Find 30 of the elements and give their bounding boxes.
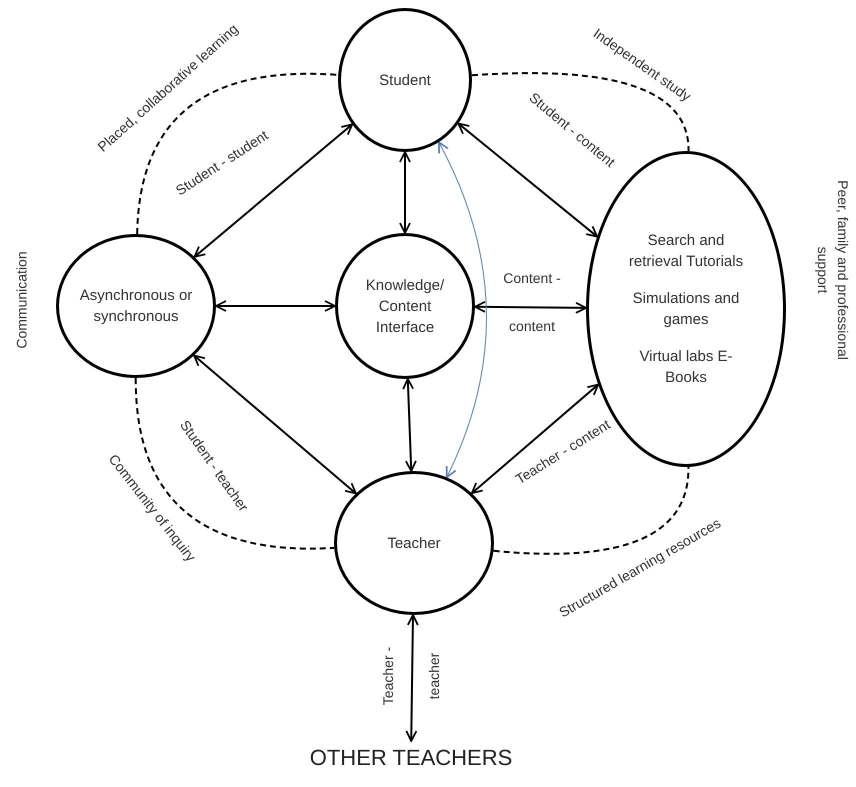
double-arrow [402,378,417,472]
circle-node [338,8,472,152]
circle-node [56,234,216,378]
dashed-connector [136,72,338,234]
node-label: OTHER TEACHERS [310,746,512,768]
double-arrow [399,151,411,234]
dashed-connector [472,72,690,152]
edge-label: Teacher - teacher [379,646,443,708]
node-label: Simulations and games [632,289,740,330]
circle-node [335,233,475,379]
edge-label: Content - content [502,269,562,336]
node-label: Knowledge/ Content Interface [364,276,446,338]
node-label: Student [378,70,432,90]
node-label: Teacher [386,534,442,554]
double-arrow [470,384,600,494]
node-label: Asynchronous or synchronous [78,286,194,327]
side-label: Communication [12,251,30,349]
double-arrow [194,123,354,258]
dashed-connector [493,466,690,555]
double-arrow [457,122,598,238]
circle-node [334,471,494,615]
dashed-connector [134,378,334,550]
double-arrow [474,300,587,314]
node-label: Search and retrieval Tutorials [628,231,744,272]
double-arrow [405,614,419,742]
double-arrow [438,141,487,478]
node-label: Virtual labs E-Books [638,347,734,388]
double-arrow [193,354,357,494]
double-arrow [215,300,336,312]
side-label: Peer, family and professional support [814,179,852,362]
